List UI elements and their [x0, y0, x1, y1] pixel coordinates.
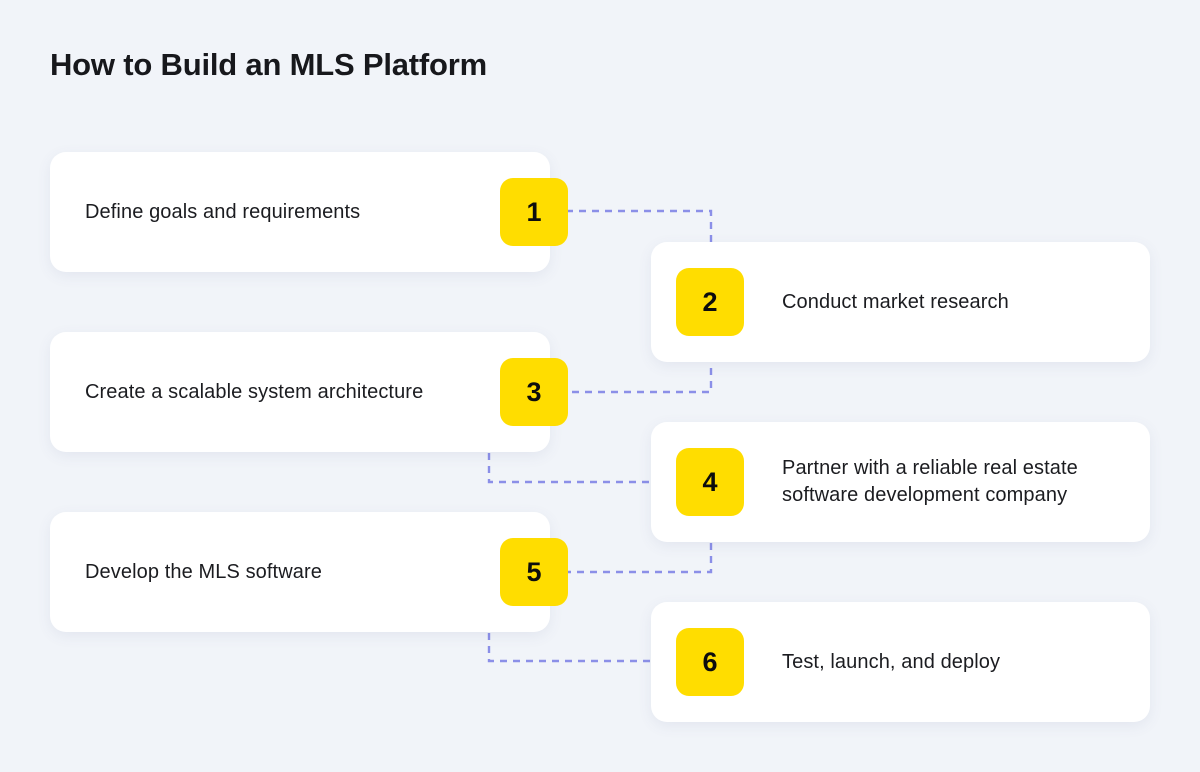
step-badge-4: 4	[676, 448, 744, 516]
step-label-4: Partner with a reliable real estate soft…	[782, 457, 1078, 506]
step-label-6: Test, launch, and deploy	[782, 650, 1001, 673]
page-title: How to Build an MLS Platform	[50, 47, 487, 82]
connector-1-to-2	[527, 209, 713, 262]
step-badge-5: 5	[500, 538, 568, 606]
step-card-5[interactable]: Develop the MLS software 5	[50, 512, 568, 632]
step-label-5: Develop the MLS software	[85, 560, 322, 583]
step-card-4[interactable]: 4 Partner with a reliable real estate so…	[651, 422, 1150, 542]
step-badge-1: 1	[500, 178, 568, 246]
step-card-2[interactable]: 2 Conduct market research	[651, 242, 1150, 362]
step-badge-6: 6	[676, 628, 744, 696]
step-card-6[interactable]: 6 Test, launch, and deploy	[651, 602, 1150, 722]
step-card-3[interactable]: Create a scalable system architecture 3	[50, 332, 568, 452]
step-label-1: Define goals and requirements	[85, 200, 361, 223]
step-badge-3: 3	[500, 358, 568, 426]
step-badge-2: 2	[676, 268, 744, 336]
step-label-3: Create a scalable system architecture	[85, 380, 424, 403]
step-label-2: Conduct market research	[782, 290, 1009, 313]
step-card-1[interactable]: Define goals and requirements 1	[50, 152, 568, 272]
